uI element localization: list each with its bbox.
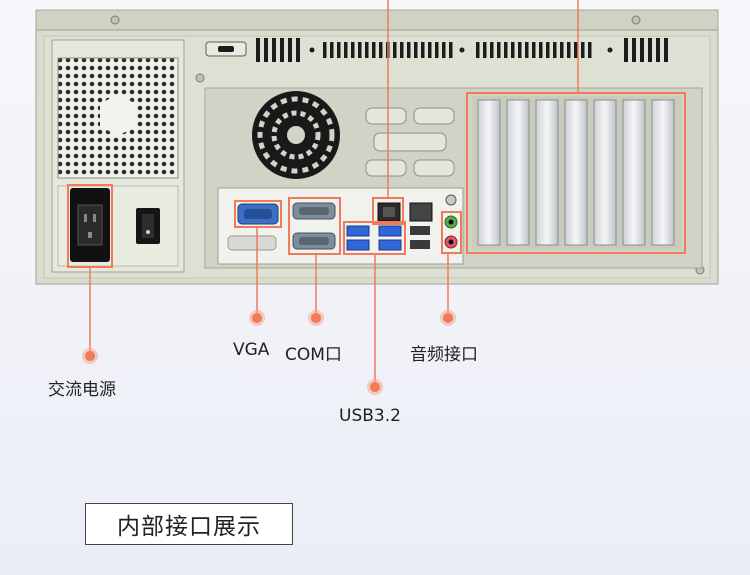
callout-label-vga: VGA [233, 340, 270, 360]
callout-label-power: 交流电源 [48, 380, 116, 400]
callout-dots [82, 310, 456, 395]
db-cutout-knockouts [365, 107, 455, 177]
callout-lines [89, 0, 579, 387]
highlight-vga [234, 200, 282, 228]
highlight-slots [466, 92, 686, 254]
audio-jacks [444, 194, 458, 249]
fan-icon [252, 91, 340, 179]
expansion-slots [472, 96, 682, 250]
callout-label-usb: USB3.2 [339, 406, 401, 426]
power-switch [136, 208, 160, 244]
usb-ports [346, 225, 430, 251]
rear-io-region [204, 87, 703, 269]
vga-port [237, 203, 279, 225]
callout-label-audio: 音频接口 [410, 345, 478, 365]
top-vent-slots [205, 38, 668, 62]
ac-power-socket [70, 188, 110, 262]
com-port-upper [292, 202, 336, 220]
highlight-com [288, 197, 341, 255]
section-title: 内部接口展示 [85, 503, 293, 545]
callout-label-com: COM口 [285, 345, 342, 365]
com-port-lower [292, 232, 336, 250]
power-supply-unit [51, 39, 185, 273]
highlight-audio [441, 211, 462, 254]
